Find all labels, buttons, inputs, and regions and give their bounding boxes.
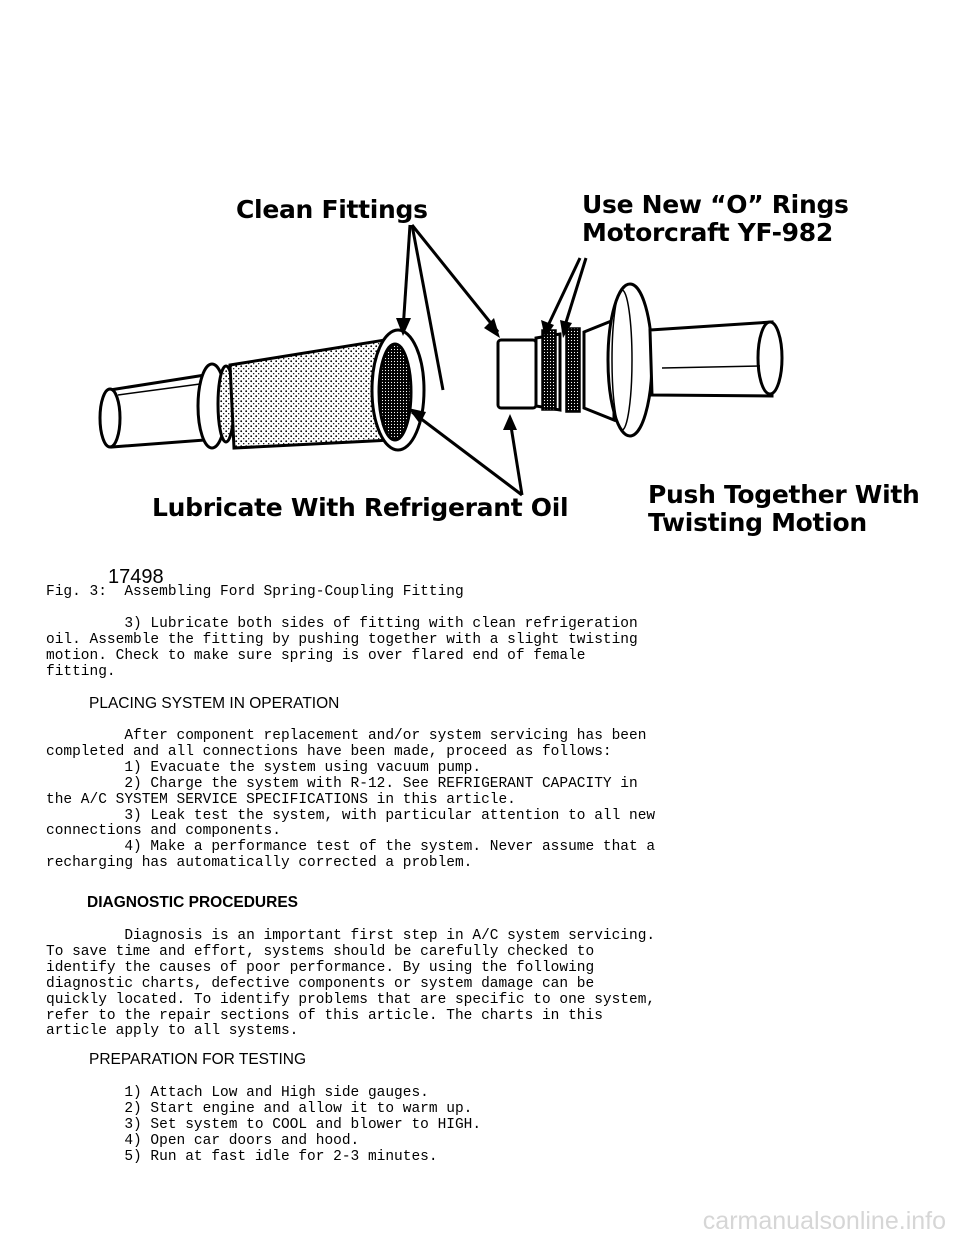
diagnostic-body: Diagnosis is an important first step in … xyxy=(46,928,656,1040)
female-fitting-bead xyxy=(196,362,236,450)
spring-coupling-illustration xyxy=(98,224,784,497)
female-fitting-tube xyxy=(98,373,207,449)
callout-motorcraft: Motorcraft YF-982 xyxy=(582,218,833,247)
callout-clean-fittings: Clean Fittings xyxy=(236,195,428,224)
step-3-paragraph: 3) Lubricate both sides of fitting with … xyxy=(46,616,638,680)
male-fitting xyxy=(496,282,784,438)
watermark: carmanualsonline.info xyxy=(702,1207,946,1235)
placing-system-body: After component replacement and/or syste… xyxy=(46,728,656,872)
coupling-figure xyxy=(0,0,960,590)
leader-lines xyxy=(401,224,588,497)
heading-diagnostic-procedures: DIAGNOSTIC PROCEDURES xyxy=(87,894,298,911)
callout-lubricate: Lubricate With Refrigerant Oil xyxy=(152,493,569,522)
callout-twisting: Twisting Motion xyxy=(648,508,867,537)
figure-caption: Fig. 3: Assembling Ford Spring-Coupling … xyxy=(46,584,464,600)
figure-number: 17498 xyxy=(108,566,164,588)
female-fitting-body xyxy=(228,328,426,452)
heading-placing-system: PLACING SYSTEM IN OPERATION xyxy=(89,695,340,712)
callout-push: Push Together With xyxy=(648,480,920,509)
callout-o-rings: Use New “O” Rings xyxy=(582,190,849,219)
arrowheads xyxy=(396,318,572,430)
heading-preparation-testing: PREPARATION FOR TESTING xyxy=(89,1051,307,1068)
preparation-body: 1) Attach Low and High side gauges. 2) S… xyxy=(124,1085,482,1165)
